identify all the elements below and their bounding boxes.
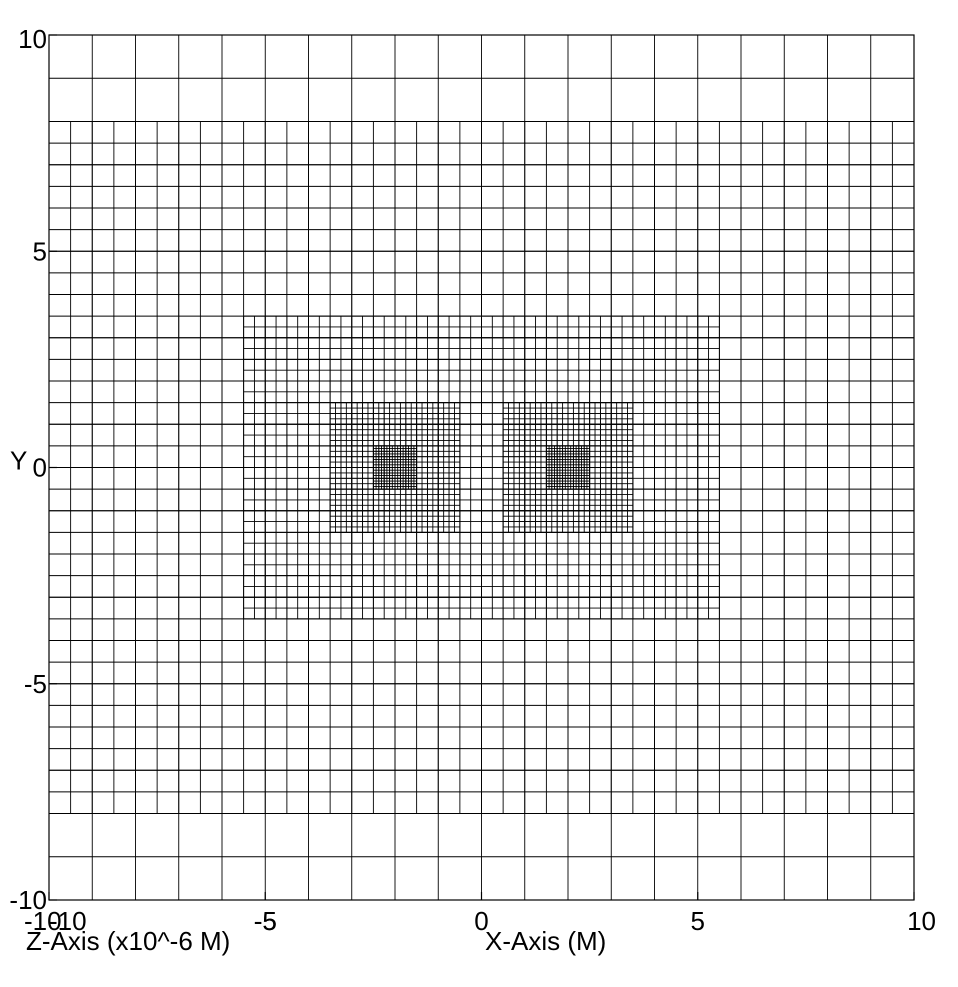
y-axis-tick-label: 0 bbox=[33, 453, 47, 483]
z-axis-tick-label: -10 bbox=[24, 906, 62, 936]
y-axis-tick-label: -5 bbox=[24, 669, 47, 699]
x-axis-tick-label: -10 bbox=[49, 906, 87, 936]
z-axis-tick-label: -5 bbox=[254, 906, 277, 936]
mesh-grid bbox=[48, 34, 915, 901]
x-axis-tick-label: -5 bbox=[254, 906, 277, 936]
z-axis-label: Z-Axis (x10^-6 M) bbox=[26, 926, 230, 956]
y-axis-tick-label: 10 bbox=[18, 24, 47, 54]
y-axis-tick-label: 5 bbox=[33, 236, 47, 266]
y-axis-tick-label: -10 bbox=[9, 885, 47, 915]
x-axis-tick-label: 0 bbox=[474, 906, 488, 936]
x-axis-label: X-Axis (M) bbox=[485, 926, 606, 956]
x-axis-tick-label: 5 bbox=[691, 906, 705, 936]
y-axis-label: Y bbox=[10, 446, 27, 476]
axis-ticks bbox=[48, 34, 915, 901]
x-axis-tick-label: 10 bbox=[907, 906, 936, 936]
